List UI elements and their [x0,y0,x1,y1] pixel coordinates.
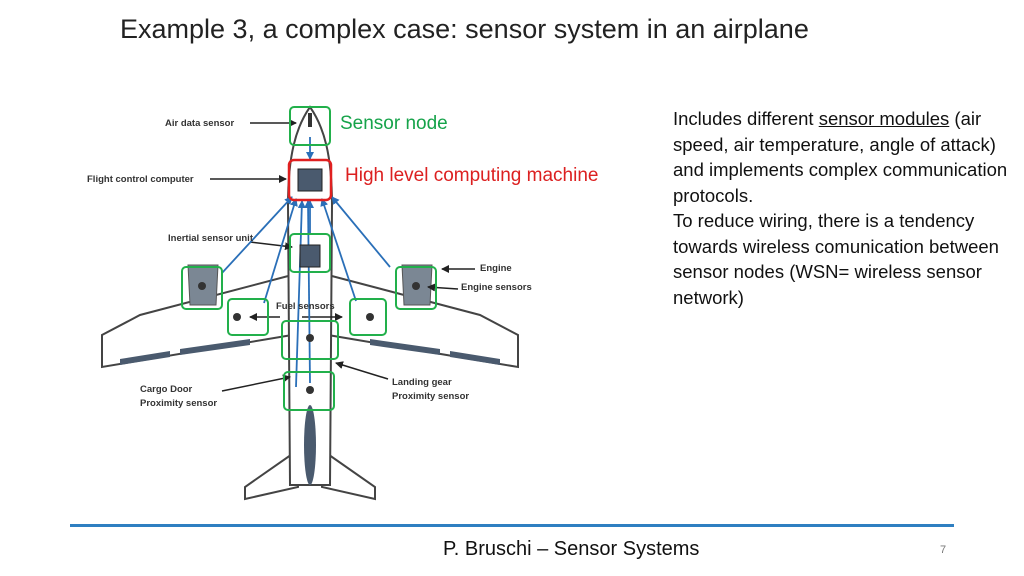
footer-divider [70,524,954,527]
label-landing-gear-proximity: Proximity sensor [392,391,470,402]
description-text: Includes different sensor modules (air s… [673,106,1013,310]
sensor-node-right-fuel [349,298,387,336]
left-flap-inner [180,339,250,355]
label-cargo-door: Cargo Door [140,384,193,395]
page-number: 7 [940,544,947,556]
right-flap-inner [370,339,440,355]
label-air-data-sensor: Air data sensor [165,118,235,129]
description-paragraph-2: To reduce wiring, there is a tendency to… [673,210,999,308]
description-paragraph-1: Includes different sensor modules (air s… [673,108,1008,206]
sensor-node-left-engine [181,266,223,310]
airplane-diagram: Air data sensor Flight control computer … [70,95,650,515]
label-cargo-door-proximity: Proximity sensor [140,398,218,409]
computing-machine-box [287,158,333,202]
label-fuel-sensors: Fuel sensors [276,301,335,312]
sensor-node-right-engine [395,266,437,310]
label-landing-gear: Landing gear [392,377,452,388]
callout-computing-machine: High level computing machine [345,165,599,186]
sensor-node-air-data [289,106,331,146]
airplane-drawing [101,105,519,501]
tail-fin [304,405,316,485]
right-flap-outer [450,351,500,365]
left-flap-outer [120,351,170,365]
sensor-node-left-fuel [227,298,269,336]
sensor-node-landing-gear [281,320,339,360]
sensor-node-cargo-door [283,371,335,411]
footer-text: P. Bruschi – Sensor Systems [443,538,700,560]
sensor-node-inertial [289,233,331,273]
label-engine: Engine [480,263,512,274]
label-flight-control-computer: Flight control computer [87,174,194,185]
label-inertial-sensor-unit: Inertial sensor unit [168,233,253,244]
callout-sensor-node: Sensor node [340,113,448,134]
label-engine-sensors: Engine sensors [461,282,532,293]
sensor-modules-term: sensor modules [818,108,950,129]
slide-title: Example 3, a complex case: sensor system… [120,14,809,44]
